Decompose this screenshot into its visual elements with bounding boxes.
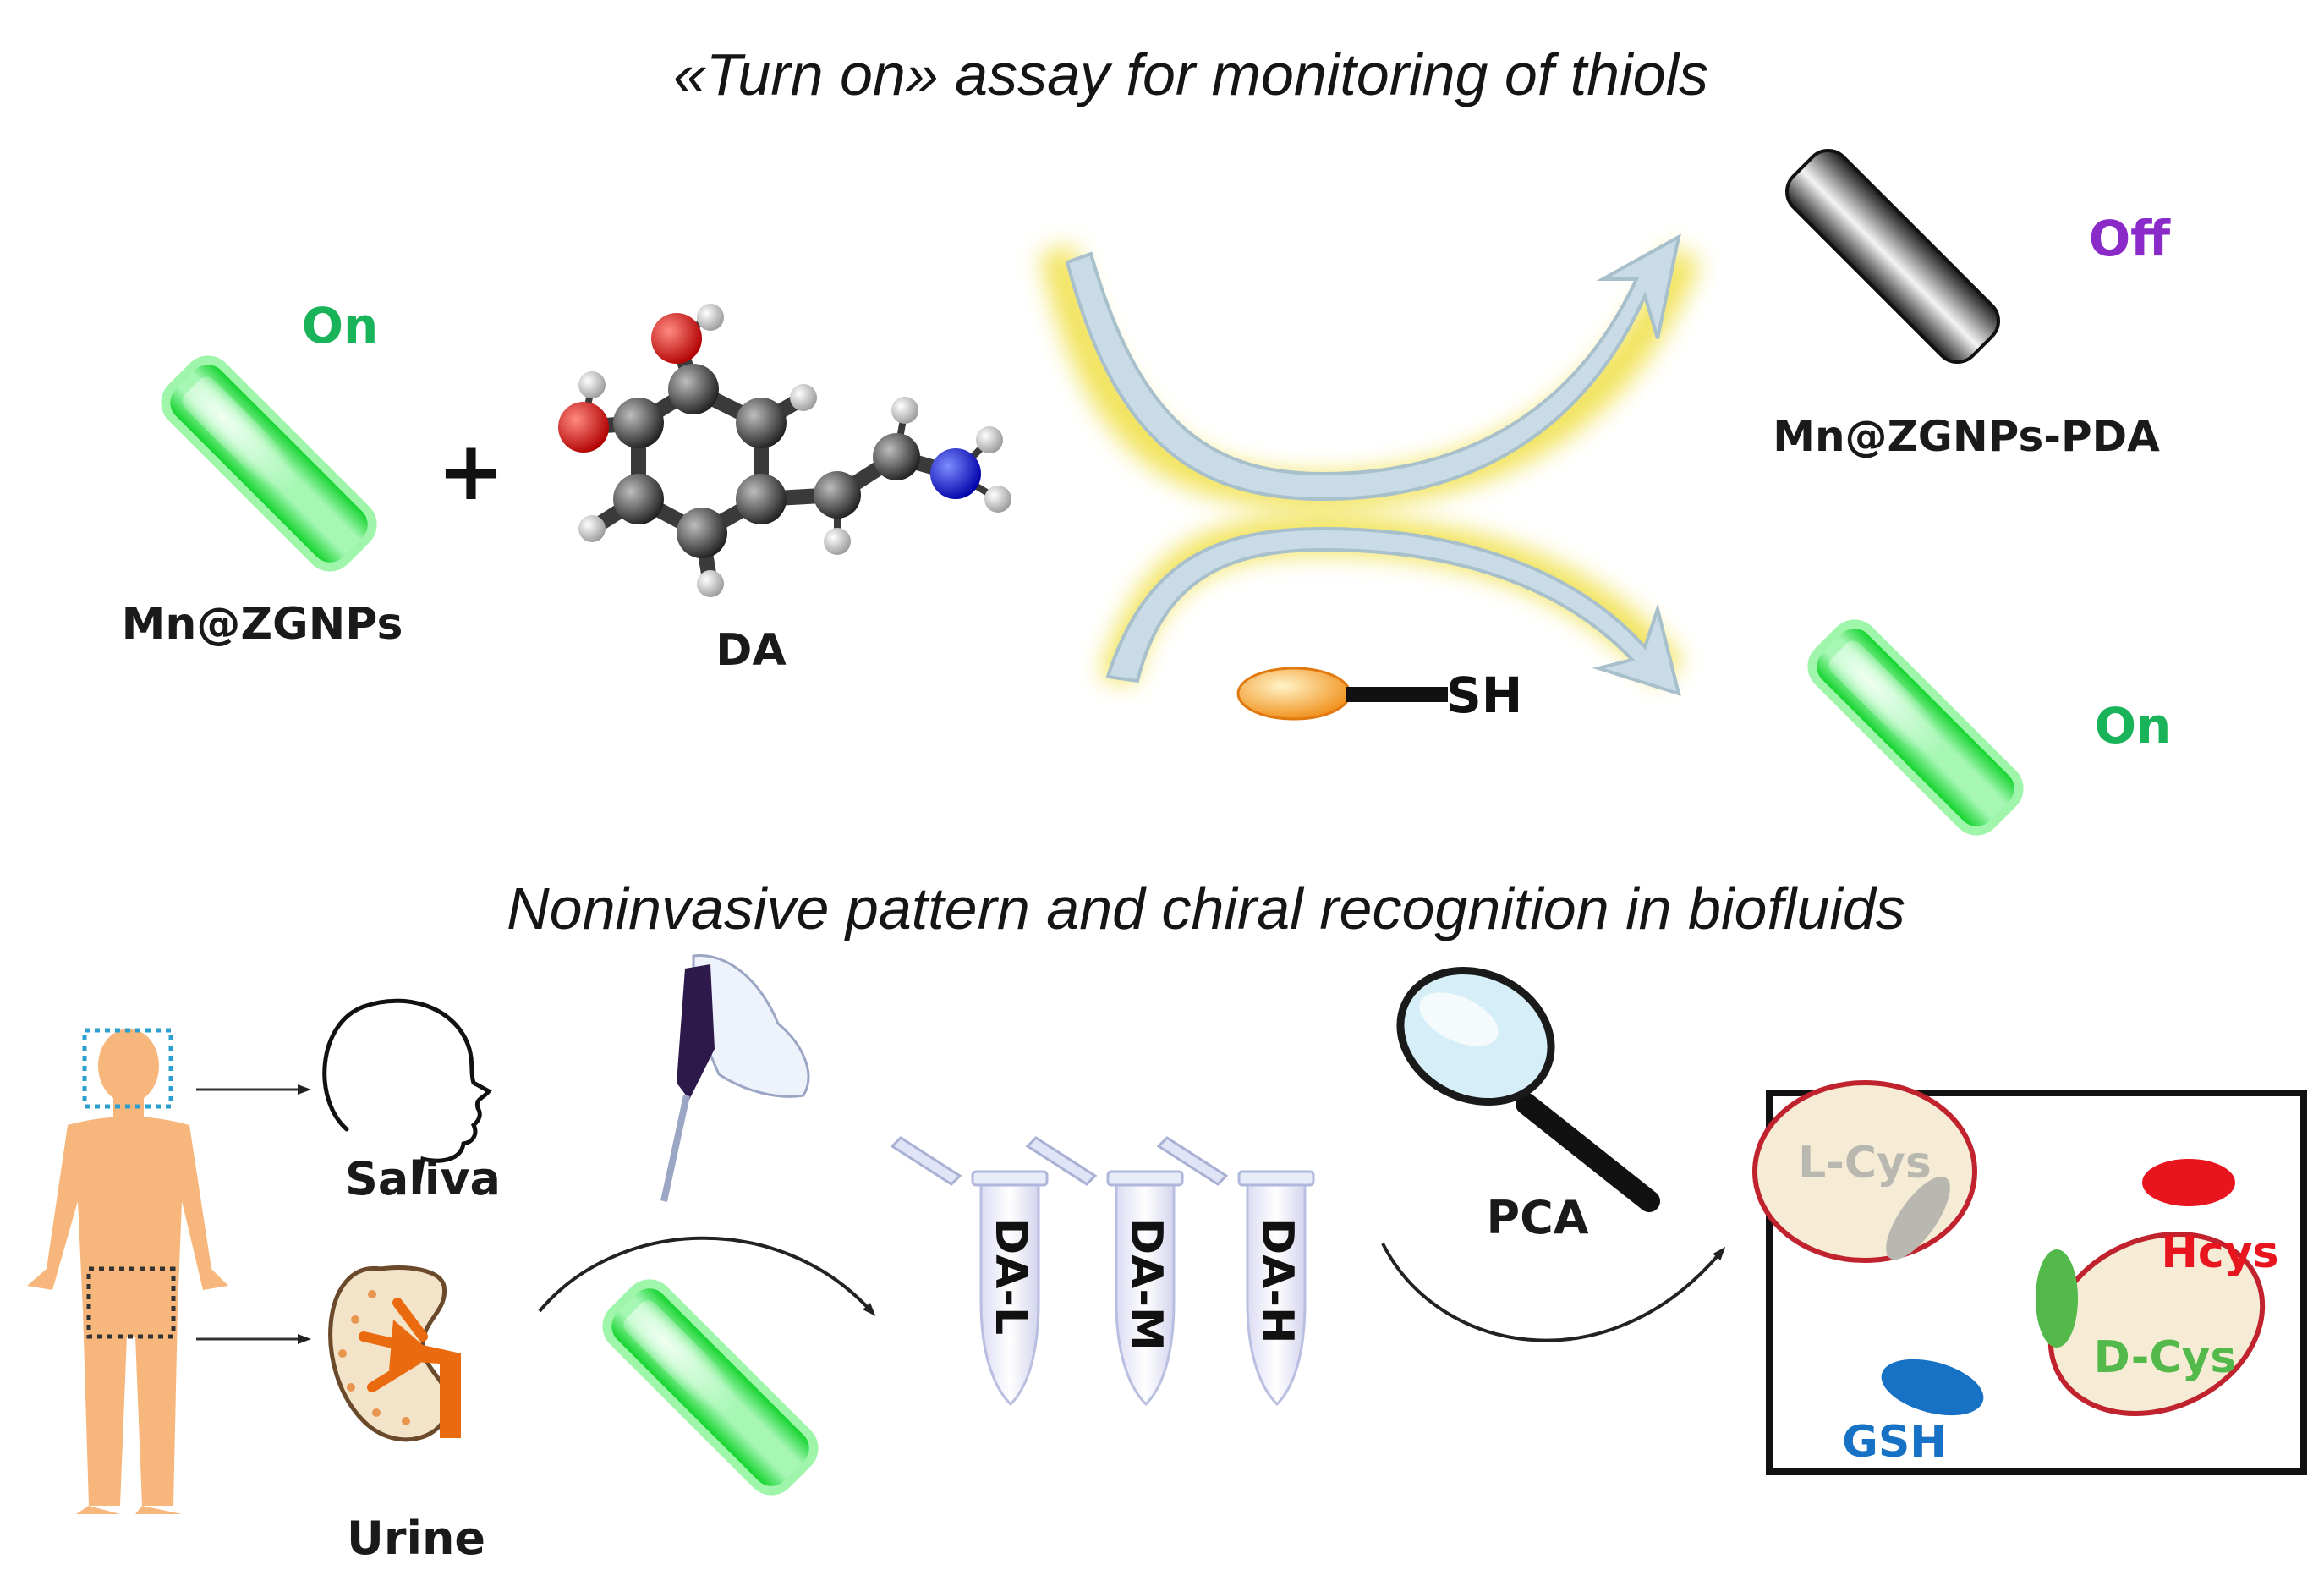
off-label: Off — [2089, 210, 2171, 267]
nanorod-on-recovered-icon — [1807, 619, 2024, 836]
top-heading: «Turn on» assay for monitoring of thiols — [673, 41, 1708, 107]
sample-tube-icon — [1156, 1136, 1315, 1407]
plus-sign: + — [437, 424, 505, 519]
l-cys-label: L-Cys — [1798, 1138, 1932, 1188]
urine-label: Urine — [347, 1512, 485, 1565]
arrow-to-pca-plot — [1381, 1243, 1726, 1342]
pca-label: PCA — [1487, 1191, 1589, 1244]
pca-score-plot — [1752, 1080, 2307, 1475]
arrow-to-tubes — [538, 1236, 876, 1316]
d-cys-cluster — [2036, 1249, 2078, 1348]
groin-selection-box — [86, 1266, 176, 1339]
reaction-arrows-icon — [1040, 233, 1700, 696]
nanorod-probe-icon — [602, 1279, 819, 1496]
sh-label: SH — [1446, 667, 1522, 724]
kidney-icon — [328, 1265, 461, 1442]
sample-tube-icon — [1025, 1136, 1184, 1407]
d-cys-cluster-ring — [2047, 1232, 2266, 1416]
magnifier-icon — [1396, 966, 1660, 1212]
nanorod-off-icon — [1785, 149, 2000, 364]
tube-label-da-m: DA-M — [1121, 1218, 1171, 1351]
head-selection-box — [82, 1028, 173, 1109]
nanorod-on-icon — [161, 355, 377, 572]
d-cys-label: D-Cys — [2094, 1332, 2237, 1383]
tube-label-da-l: DA-L — [985, 1218, 1036, 1335]
l-cys-cluster — [1886, 1176, 1950, 1260]
hcys-cluster — [2142, 1159, 2235, 1206]
human-body-icon — [27, 1029, 228, 1514]
bottom-heading: Noninvasive pattern and chiral recogniti… — [507, 876, 1905, 941]
pipette-hand-icon — [660, 954, 810, 1202]
hcys-label: Hcys — [2161, 1227, 2278, 1278]
mn-zgnps-pda-label: Mn@ZGNPs-PDA — [1773, 412, 2160, 461]
gsh-label: GSH — [1842, 1417, 1947, 1468]
on-label-right: On — [2095, 697, 2172, 755]
sample-tube-icon — [890, 1136, 1049, 1407]
thiol-group-icon — [1236, 667, 1448, 721]
head-outline-icon — [322, 998, 492, 1187]
da-label: DA — [715, 625, 786, 676]
gsh-cluster — [1881, 1359, 1984, 1416]
on-label-left: On — [302, 297, 379, 354]
dopamine-molecule-icon — [558, 304, 1011, 597]
saliva-label: Saliva — [345, 1152, 501, 1205]
tube-label-da-h: DA-H — [1252, 1218, 1302, 1344]
mn-zgnps-label: Mn@ZGNPs — [122, 599, 403, 650]
